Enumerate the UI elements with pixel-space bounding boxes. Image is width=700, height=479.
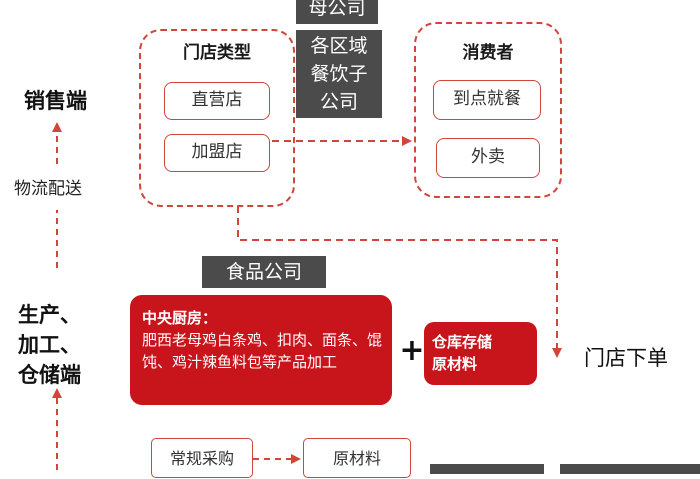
node-direct-store: 直营店 [164, 82, 270, 120]
group-consumer [414, 22, 562, 198]
central-kitchen-title: 中央厨房： [142, 309, 218, 327]
node-takeout: 外卖 [436, 138, 540, 178]
node-warehouse: 仓库存储 原材料 [424, 322, 537, 385]
node-central-kitchen: 中央厨房： 肥西老母鸡白条鸡、扣肉、面条、馄饨、鸡汁辣鱼料包等产品加工 [130, 295, 392, 405]
node-bottom-grey-1 [430, 464, 544, 474]
node-bottom-grey-2 [560, 464, 700, 474]
node-franchise-store: 加盟店 [164, 134, 270, 172]
side-label-logistics: 物流配送 [14, 179, 82, 199]
node-regular-purchase: 常规采购 [151, 438, 253, 478]
node-food-company: 食品公司 [202, 256, 326, 288]
store-types-title: 门店类型 [183, 43, 251, 63]
side-label-production: 生产、 加工、 仓储端 [18, 303, 81, 387]
node-parent-company: 母公司 [296, 0, 378, 24]
side-label-sales: 销售端 [24, 89, 87, 113]
arrow-store-to-order [237, 206, 562, 358]
group-store-types [139, 29, 295, 207]
node-raw-material: 原材料 [303, 438, 411, 478]
node-district-catering: 各区域 餐饮子 公司 [296, 30, 382, 118]
label-store-order: 门店下单 [584, 346, 668, 370]
consumer-title: 消费者 [462, 43, 514, 63]
plus-sign: + [399, 333, 425, 368]
node-dine-in: 到点就餐 [433, 80, 541, 120]
central-kitchen-desc: 肥西老母鸡白条鸡、扣肉、面条、馄饨、鸡汁辣鱼料包等产品加工 [142, 331, 383, 371]
